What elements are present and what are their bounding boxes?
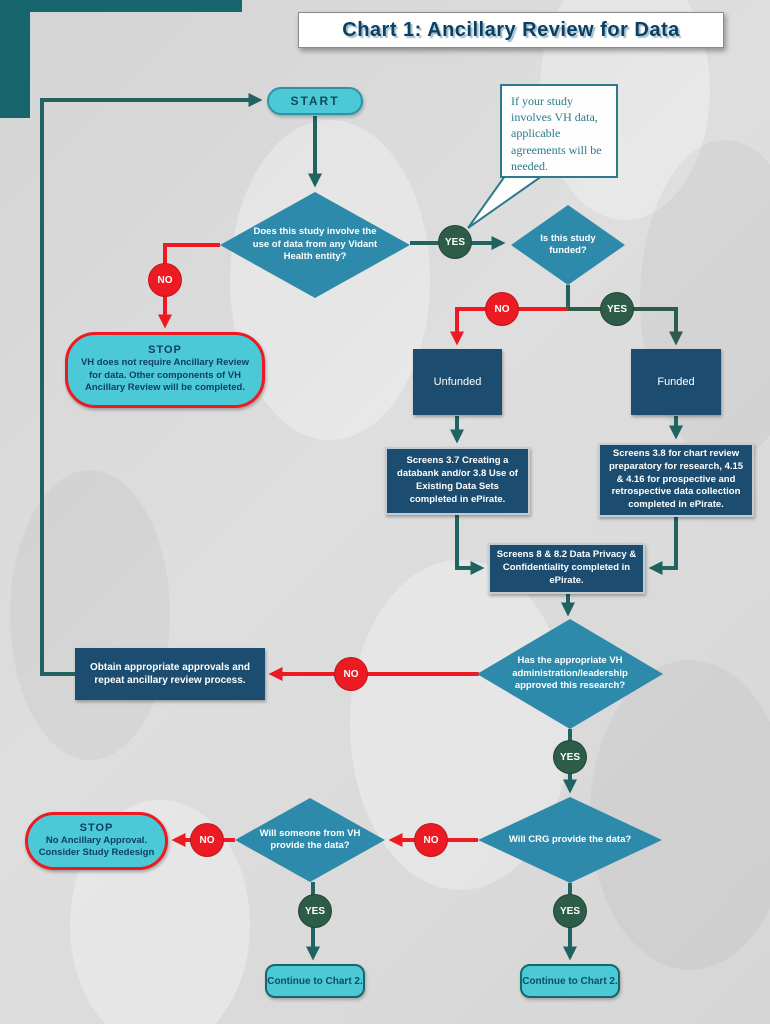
- unfunded-label: Unfunded: [433, 375, 482, 388]
- decision-crg-provide-text: Will CRG provide the data?: [508, 833, 632, 845]
- no-label: NO: [199, 834, 215, 846]
- yes-label: YES: [444, 236, 465, 248]
- yes-badge-crg: YES: [553, 894, 587, 928]
- stop-title: STOP: [148, 344, 182, 357]
- start-label: START: [290, 94, 340, 108]
- no-label: NO: [157, 274, 173, 286]
- no-label: NO: [423, 834, 439, 846]
- continue-chart2-left-text: Continue to Chart 2.: [267, 975, 363, 987]
- no-badge-crg: NO: [414, 823, 448, 857]
- continue-chart2-right-text: Continue to Chart 2.: [522, 975, 618, 987]
- yes-label: YES: [304, 905, 325, 917]
- yes-badge-vh: YES: [298, 894, 332, 928]
- decision-vidant-data-text: Does this study involve the use of data …: [252, 226, 378, 263]
- yes-badge-funded: YES: [600, 292, 634, 326]
- funded-node: Funded: [631, 349, 721, 415]
- yes-label: YES: [559, 905, 580, 917]
- screens-funded-text: Screens 3.8 for chart review preparatory…: [608, 447, 744, 511]
- page-title-text: Chart 1: Ancillary Review for Data: [342, 18, 680, 41]
- decision-vh-provide-text: Will someone from VH provide the data?: [259, 827, 361, 851]
- stop-no-ancillary-review: STOP VH does not require Ancillary Revie…: [65, 332, 265, 408]
- continue-chart2-left: Continue to Chart 2.: [265, 964, 365, 998]
- decision-admin-approved-text: Has the appropriate VH administration/le…: [512, 655, 628, 692]
- yes-badge-vidant: YES: [438, 225, 472, 259]
- frame-top-bar: [0, 0, 242, 12]
- screens-unfunded-text: Screens 3.7 Creating a databank and/or 3…: [397, 455, 518, 505]
- page-title: Chart 1: Ancillary Review for Data: [298, 12, 724, 48]
- no-badge-funded: NO: [485, 292, 519, 326]
- no-label: NO: [343, 668, 359, 680]
- stop-title: STOP: [79, 821, 114, 834]
- no-badge-admin: NO: [334, 657, 368, 691]
- yes-label: YES: [606, 303, 627, 315]
- yes-badge-admin: YES: [553, 740, 587, 774]
- stop-redesign-node: STOP No Ancillary Approval. Consider Stu…: [25, 812, 168, 870]
- no-badge-vidant: NO: [148, 263, 182, 297]
- no-badge-vh: NO: [190, 823, 224, 857]
- decision-study-funded-text: Is this study funded?: [540, 232, 596, 256]
- screens-privacy-node: Screens 8 & 8.2 Data Privacy & Confident…: [488, 543, 645, 594]
- stop-body: No Ancillary Approval. Consider Study Re…: [38, 834, 155, 858]
- screens-unfunded-node: Screens 3.7 Creating a databank and/or 3…: [385, 447, 530, 515]
- no-label: NO: [494, 303, 510, 315]
- funded-label: Funded: [657, 375, 695, 388]
- frame-left-bar: [0, 0, 30, 118]
- yes-label: YES: [559, 751, 580, 763]
- callout-note: If your study involves VH data, applicab…: [500, 84, 618, 178]
- obtain-approvals-node: Obtain appropriate approvals and repeat …: [75, 648, 265, 700]
- unfunded-node: Unfunded: [413, 349, 502, 415]
- callout-text: If your study involves VH data, applicab…: [511, 94, 602, 173]
- continue-chart2-right: Continue to Chart 2.: [520, 964, 620, 998]
- start-node: START: [267, 87, 363, 115]
- obtain-approvals-text: Obtain appropriate approvals and repeat …: [89, 661, 251, 687]
- stop-body: VH does not require Ancillary Review for…: [80, 357, 250, 394]
- screens-privacy-text: Screens 8 & 8.2 Data Privacy & Confident…: [496, 549, 637, 586]
- screens-funded-node: Screens 3.8 for chart review preparatory…: [598, 443, 754, 517]
- callout-tail: [467, 175, 546, 229]
